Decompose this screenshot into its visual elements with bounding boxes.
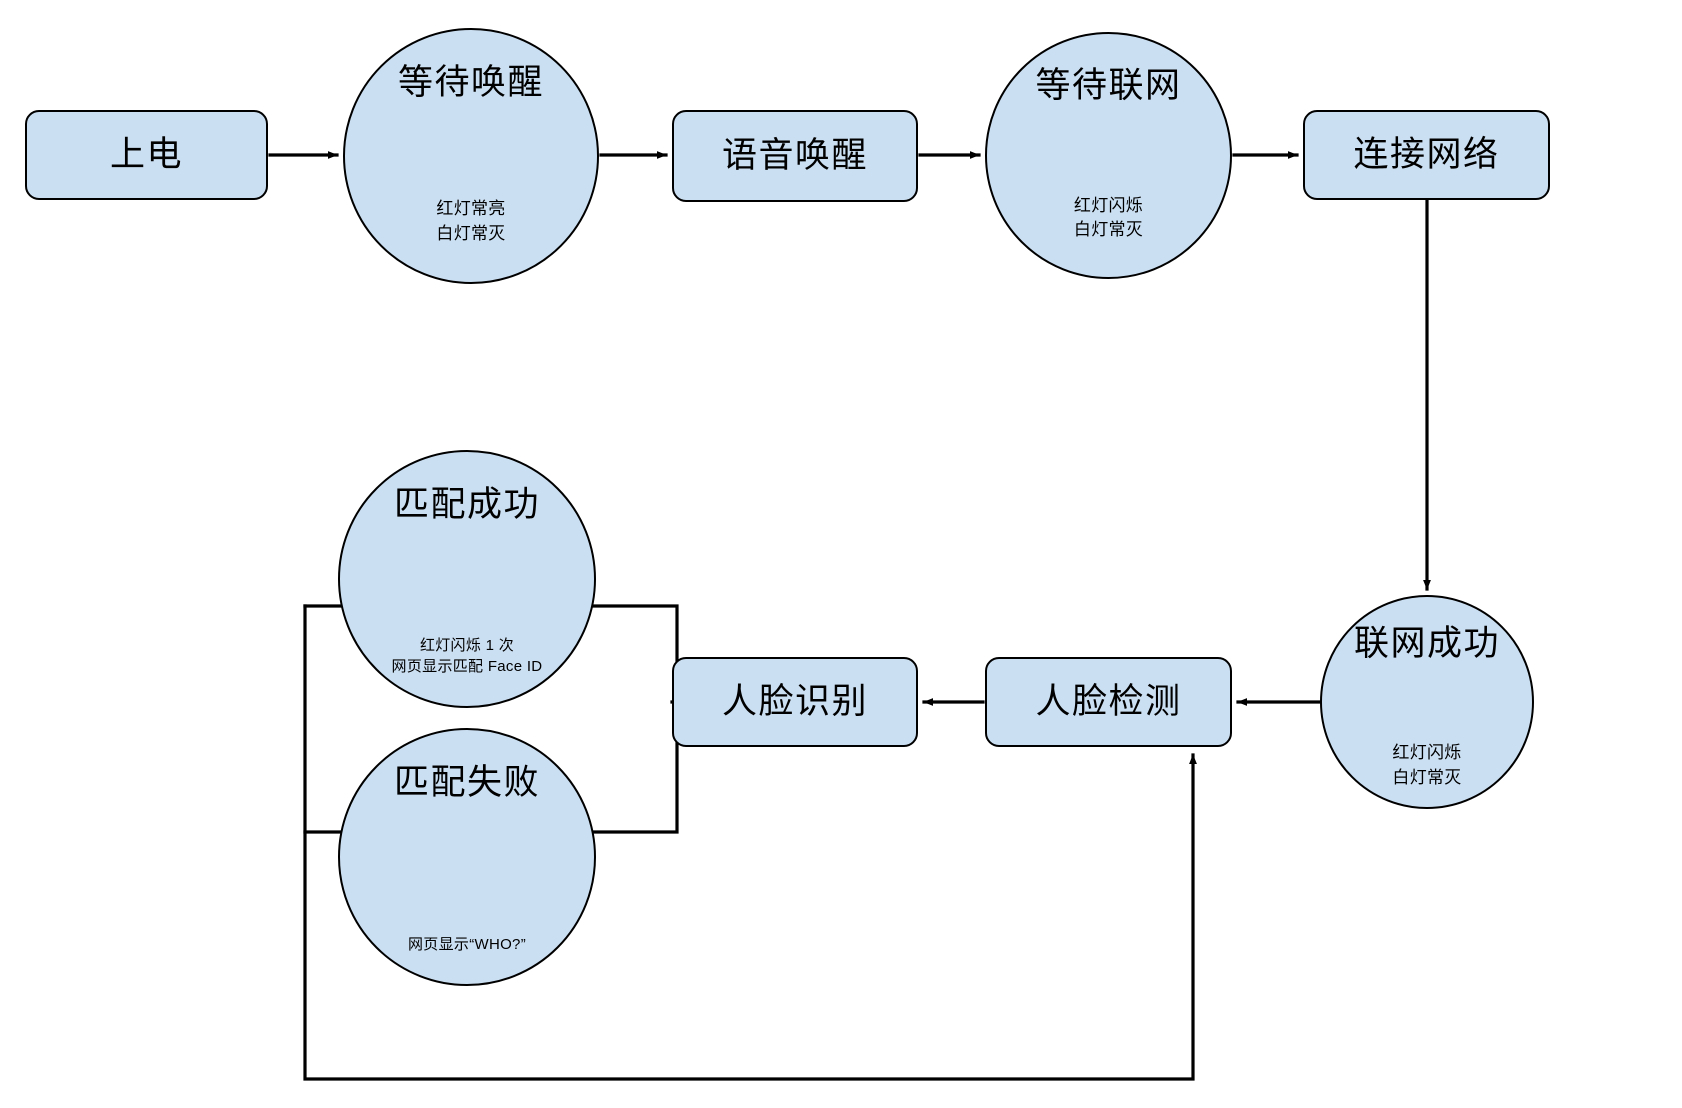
node-network-success-sub: 红灯闪烁 白灯常灭: [1392, 742, 1462, 787]
node-wait-wakeup-sub: 红灯常亮 白灯常灭: [436, 199, 506, 244]
node-connect-network-title: 连接网络: [1353, 135, 1500, 175]
node-match-fail-sub: 网页显示“WHO?”: [408, 936, 526, 954]
node-face-recognize-title: 人脸识别: [721, 682, 868, 722]
node-face-detect[interactable]: 人脸检测: [985, 657, 1232, 747]
node-face-recognize[interactable]: 人脸识别: [672, 657, 918, 747]
node-face-detect-title: 人脸检测: [1035, 682, 1182, 722]
node-network-success[interactable]: 联网成功 红灯闪烁 白灯常灭: [1320, 595, 1534, 809]
node-power-on-title: 上电: [109, 135, 183, 175]
node-wait-wakeup[interactable]: 等待唤醒 红灯常亮 白灯常灭: [343, 28, 599, 284]
node-power-on[interactable]: 上电: [25, 110, 268, 200]
node-wait-network[interactable]: 等待联网 红灯闪烁 白灯常灭: [985, 32, 1232, 279]
node-match-fail-title: 匹配失败: [393, 763, 540, 803]
node-match-success-title: 匹配成功: [393, 485, 540, 525]
node-match-fail[interactable]: 匹配失败 网页显示“WHO?”: [338, 728, 596, 986]
node-connect-network[interactable]: 连接网络: [1303, 110, 1550, 200]
node-wait-network-title: 等待联网: [1035, 65, 1182, 105]
node-network-success-title: 联网成功: [1353, 624, 1500, 664]
node-match-success[interactable]: 匹配成功 红灯闪烁 1 次 网页显示匹配 Face ID: [338, 450, 596, 708]
node-voice-wakeup[interactable]: 语音唤醒: [672, 110, 918, 202]
node-match-success-sub: 红灯闪烁 1 次 网页显示匹配 Face ID: [391, 636, 543, 676]
node-voice-wakeup-title: 语音唤醒: [721, 136, 868, 176]
node-wait-wakeup-title: 等待唤醒: [397, 62, 544, 102]
node-wait-network-sub: 红灯闪烁 白灯常灭: [1073, 195, 1144, 240]
